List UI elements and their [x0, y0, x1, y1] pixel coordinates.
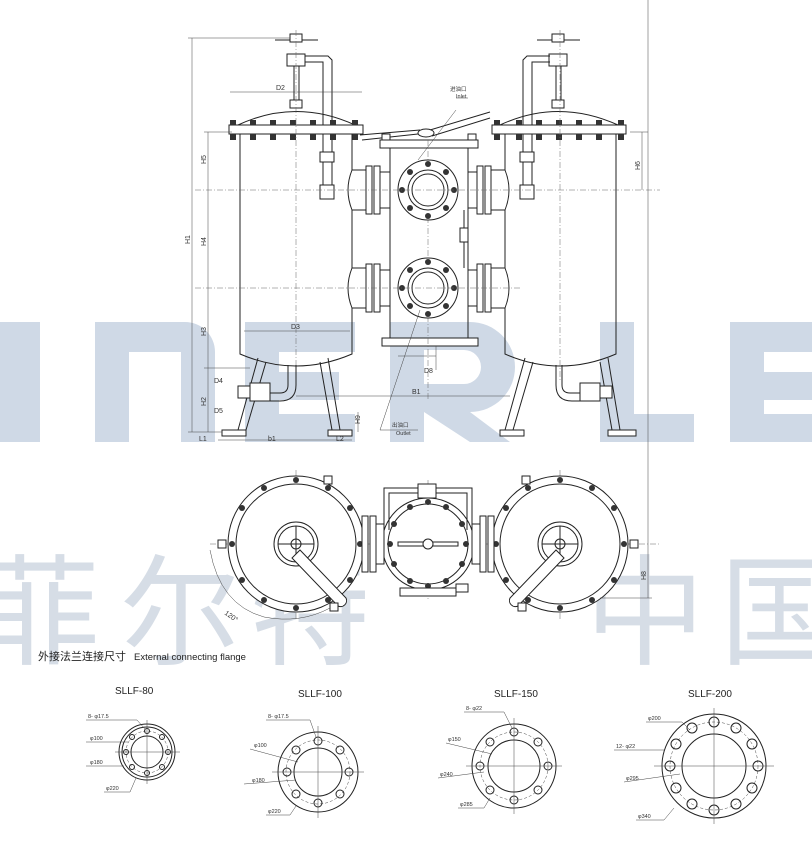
flange-model: SLLF-100	[298, 689, 342, 700]
flange-outer: φ285	[460, 802, 473, 808]
dim-h8: H8	[641, 571, 648, 580]
dim-h9: H9	[355, 415, 362, 424]
watermark-char-1: 菲	[0, 545, 100, 684]
front-view: D2 D3 D4 D5 D8 B1 b1 L1 L2 H1 H5 H4 H3 H…	[185, 30, 660, 443]
outlet-label-cn: 出油口	[392, 421, 409, 429]
dim-d3: D3	[291, 324, 300, 331]
dim-d2: D2	[276, 85, 285, 92]
top-view: 120° H8	[209, 0, 660, 624]
outlet-label-en: Outlet	[396, 431, 411, 437]
left-tank-top: 120°	[209, 475, 365, 624]
dim-d4: D4	[214, 378, 223, 385]
flange-model: SLLF-200	[688, 689, 732, 700]
flange-model: SLLF-80	[115, 686, 154, 697]
flange-sllf-150: SLLF-150 8- φ22 φ150 φ240 φ285	[437, 689, 562, 814]
dim-h4: H4	[201, 237, 208, 246]
dim-d8: D8	[424, 368, 433, 375]
dim-h1: H1	[185, 235, 192, 244]
inlet-label-cn: 进油口	[450, 85, 467, 93]
flange-pcd: φ180	[252, 778, 265, 784]
right-tank-top: H8	[491, 0, 652, 613]
dim-b1-upper: B1	[412, 389, 421, 396]
flange-sllf-200: SLLF-200 φ200 12- φ22 φ295 φ340	[614, 689, 774, 824]
dim-l1: L1	[199, 436, 207, 443]
dim-h6: H6	[635, 161, 642, 170]
flange-section-title: 外接法兰连接尺寸 External connecting flange	[38, 648, 246, 664]
dim-l2: L2	[336, 436, 344, 443]
changeover-valve	[347, 111, 510, 400]
flange-model: SLLF-150	[494, 689, 538, 700]
flange-pcd: φ240	[440, 772, 453, 778]
watermark-char-2: 尔	[120, 545, 240, 684]
flange-inner: φ100	[254, 743, 267, 749]
right-filter-vessel	[491, 30, 637, 437]
dim-b1-lower: b1	[268, 436, 276, 443]
flange-bolts: 8- φ17.5	[88, 714, 109, 720]
angle-label: 120°	[223, 609, 240, 624]
flange-inner: φ200	[648, 716, 661, 722]
flange-pcd: φ295	[626, 776, 639, 782]
flange-section-title-en: External connecting flange	[134, 652, 246, 663]
flange-inner: φ150	[448, 737, 461, 743]
flange-pcd: φ180	[90, 760, 103, 766]
flange-inner: φ100	[90, 736, 103, 742]
front-dimension-labels: D2 D3 D4 D5 D8 B1 b1 L1 L2 H1 H5 H4 H3 H…	[185, 85, 642, 443]
dim-h5: H5	[201, 155, 208, 164]
center-valve-top	[361, 483, 495, 597]
dim-h2: H2	[201, 397, 208, 406]
flange-outer: φ220	[106, 786, 119, 792]
flange-outer: φ340	[638, 814, 651, 820]
flange-outer: φ220	[268, 809, 281, 815]
flange-sllf-80: SLLF-80 8- φ17.5 φ100 φ180 φ220	[86, 686, 180, 793]
watermark-char-5: 国	[720, 545, 812, 684]
inlet-label-en: Inlet	[456, 94, 467, 100]
dim-h3: H3	[201, 327, 208, 336]
flange-sllf-100: SLLF-100 8- φ17.5 φ100 φ180 φ220	[243, 689, 364, 818]
flange-bolts: 8- φ17.5	[268, 714, 289, 720]
flange-section-title-cn: 外接法兰连接尺寸	[38, 651, 126, 663]
left-dimensions	[188, 37, 648, 441]
flange-bolts: 8- φ22	[466, 706, 482, 712]
left-filter-vessel	[221, 30, 364, 437]
flange-bolts: 12- φ22	[616, 744, 635, 750]
dim-d5: D5	[214, 408, 223, 415]
